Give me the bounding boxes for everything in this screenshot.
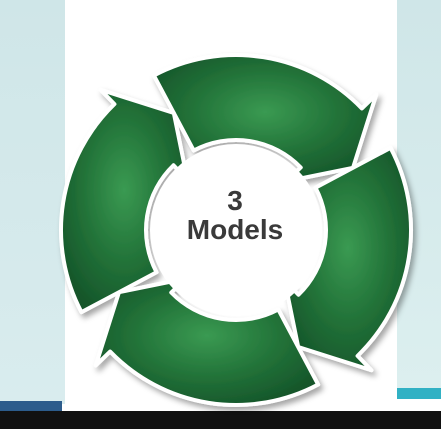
left-background-panel	[0, 0, 65, 404]
center-label-group: 3 Models	[165, 186, 305, 245]
segment-arrow-left	[59, 87, 190, 315]
segment-arrow-bottom	[93, 276, 321, 407]
center-label: Models	[186, 214, 284, 246]
segment-arrow-top	[151, 53, 379, 184]
right-accent-strip	[397, 388, 441, 399]
left-accent-strip	[0, 401, 62, 411]
center-number: 3	[227, 185, 243, 216]
segment-arrow-right	[282, 145, 413, 373]
center-circle	[150, 144, 322, 316]
bottom-band	[0, 411, 441, 429]
